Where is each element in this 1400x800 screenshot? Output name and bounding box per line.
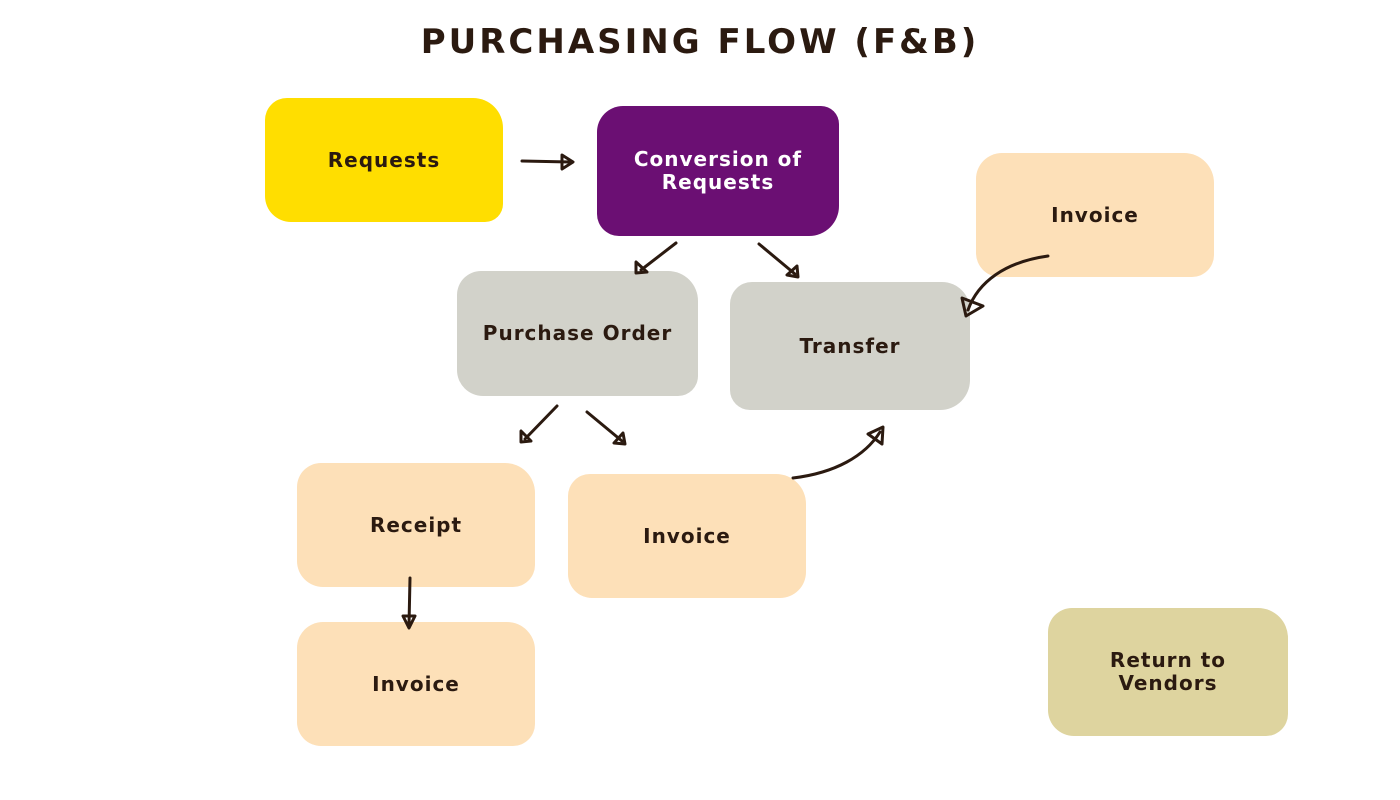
arrow-purchase-order-to-receipt <box>519 404 559 444</box>
invoice-top-box: Invoice <box>976 153 1214 277</box>
purchase-order-box: Purchase Order <box>457 271 698 396</box>
arrow-purchase-order-to-invoice <box>585 410 627 446</box>
diagram-title: PURCHASING FLOW (F&B) <box>420 22 980 62</box>
arrow-invoice-middle-to-transfer <box>791 425 885 480</box>
arrow-requests-to-conversion <box>520 153 575 171</box>
arrow-conversion-to-transfer <box>757 242 800 279</box>
invoice-middle-box: Invoice <box>568 474 806 598</box>
conversion-of-requests-box: Conversion of Requests <box>597 106 839 236</box>
requests-box: Requests <box>265 98 503 222</box>
transfer-box: Transfer <box>730 282 970 410</box>
receipt-box: Receipt <box>297 463 535 587</box>
invoice-bottom-box: Invoice <box>297 622 535 746</box>
return-to-vendors-box: Return to Vendors <box>1048 608 1288 736</box>
arrow-conversion-to-purchase-order <box>634 241 678 275</box>
